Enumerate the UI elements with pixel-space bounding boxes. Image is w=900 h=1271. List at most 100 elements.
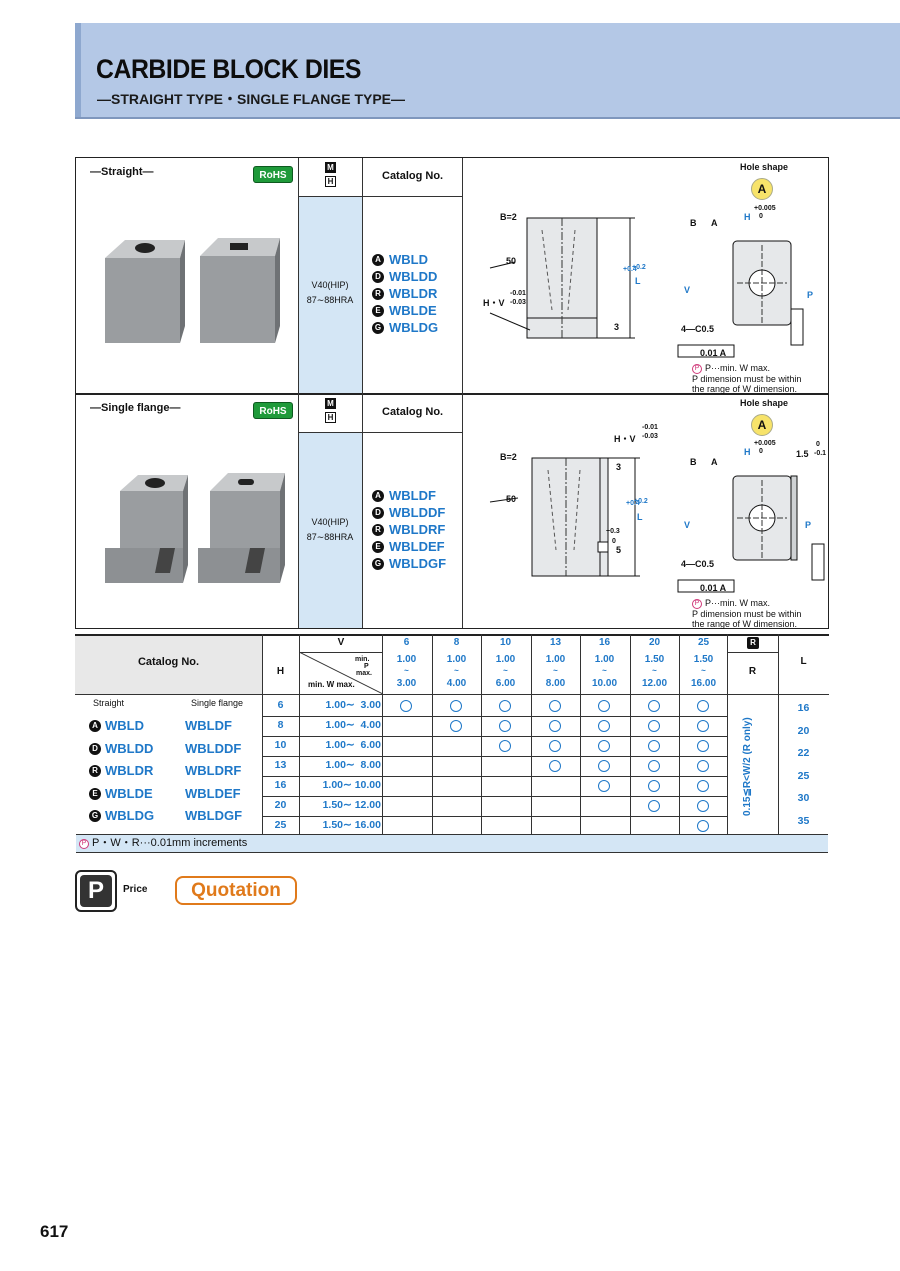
panel-hline-1 xyxy=(298,196,462,197)
dim-five-tol-upper: +0.3 xyxy=(606,528,620,535)
straight-code[interactable]: WBLDR xyxy=(105,763,154,778)
h-value: 13 xyxy=(274,759,287,771)
hole-shape-label: Hole shape xyxy=(740,398,789,408)
material-hardness: 87∼88HRA xyxy=(306,532,354,542)
w-range: 1.50∼ 16.00 xyxy=(322,819,381,831)
chamfer: 4—C0.5 xyxy=(681,559,715,569)
quotation-button[interactable]: Quotation xyxy=(175,876,297,905)
catalog-code[interactable]: WBLDG xyxy=(389,320,439,335)
flange-code[interactable]: WBLDDF xyxy=(185,740,242,756)
v-range: 8.00 xyxy=(545,678,566,689)
type-badge: A xyxy=(372,253,384,266)
dim-b: B=2 xyxy=(500,452,517,462)
available-mark xyxy=(648,800,660,812)
dim-p: P xyxy=(807,290,814,300)
type-badge: E xyxy=(372,304,384,317)
h-value: 16 xyxy=(274,779,287,791)
flange-code[interactable]: WBLDEF xyxy=(185,785,241,801)
catalog-code[interactable]: WBLD xyxy=(389,252,428,267)
v-value: 13 xyxy=(549,637,562,648)
flatness-a: 0.01 A xyxy=(700,583,727,593)
catalog-code-row: R WBLDR xyxy=(372,286,437,301)
straight-code[interactable]: WBLDE xyxy=(105,785,153,801)
l-value: 35 xyxy=(797,814,810,827)
catalog-code[interactable]: WBLDGF xyxy=(389,556,447,571)
flange-code[interactable]: WBLDRF xyxy=(185,763,242,778)
available-mark xyxy=(697,780,709,792)
dim-angle: 50 xyxy=(506,256,517,266)
material-hardness: 87∼88HRA xyxy=(306,295,354,305)
type-badge: G xyxy=(89,810,101,822)
catalog-code[interactable]: WBLDEF xyxy=(389,539,445,554)
dim-hv-tol-lower: -0.03 xyxy=(510,299,526,306)
type-badge: R xyxy=(372,287,384,300)
dim-flange: 1.5 xyxy=(796,449,809,459)
dim-hv-tol-lower: -0.03 xyxy=(642,433,658,440)
hole-shape-badge: A xyxy=(751,414,773,436)
material-grade: V40(HIP) xyxy=(311,517,349,527)
catalog-code[interactable]: WBLDDF xyxy=(389,505,446,520)
dim-hv-tol-upper: -0.01 xyxy=(510,290,526,297)
rohs-badge: RoHS xyxy=(253,166,293,183)
available-mark xyxy=(648,700,660,712)
catalog-code[interactable]: WBLDR xyxy=(389,286,438,301)
v-range: 3.00 xyxy=(396,678,417,689)
v-range: 10.00 xyxy=(591,678,618,689)
catalog-code[interactable]: WBLDF xyxy=(389,488,436,503)
material-spec: V40(HIP)87∼88HRA xyxy=(298,278,362,308)
m-badge: M xyxy=(325,162,336,173)
v-range: ~ xyxy=(553,666,558,675)
w-range: 1.00∼ 10.00 xyxy=(322,779,381,791)
available-mark xyxy=(697,700,709,712)
v-range: ~ xyxy=(454,666,459,675)
dim-h-tol-upper: +0.005 xyxy=(754,440,776,447)
spec-table: Catalog No. H V min. P max. min. W max. … xyxy=(75,634,829,854)
available-mark xyxy=(549,720,561,732)
straight-code[interactable]: WBLDD xyxy=(105,740,154,756)
h-badge: H xyxy=(325,412,336,423)
straight-code[interactable]: WBLD xyxy=(105,718,144,733)
datum-a: A xyxy=(711,218,718,228)
available-mark xyxy=(648,720,660,732)
type-badge: A xyxy=(89,720,101,732)
available-mark xyxy=(697,760,709,772)
v-value: 16 xyxy=(598,637,611,648)
min-label: min. xyxy=(355,656,370,663)
dim-hv-tol-upper: -0.01 xyxy=(642,424,658,431)
h-value: 6 xyxy=(277,699,284,711)
v-range: ~ xyxy=(503,666,508,675)
catalog-code[interactable]: WBLDD xyxy=(389,269,438,284)
catalog-code-row: E WBLDE xyxy=(372,303,437,318)
p-note-icon: P xyxy=(692,598,702,609)
dim-l-tol-lower: +0.2 xyxy=(632,264,646,271)
available-mark xyxy=(450,700,462,712)
l-value: 16 xyxy=(797,702,810,714)
catalog-code[interactable]: WBLDE xyxy=(389,303,437,318)
available-mark xyxy=(648,760,660,772)
r-formula: 0.15≦R<W/2 (R only) xyxy=(742,717,753,817)
catalog-header: Catalog No. xyxy=(137,656,200,668)
catalog-code-row: A WBLD xyxy=(372,252,428,267)
v-range: 16.00 xyxy=(690,678,717,689)
rohs-badge: RoHS xyxy=(253,402,293,419)
catalog-header: Catalog No. xyxy=(382,170,444,182)
available-mark xyxy=(549,740,561,752)
flange-side-drawing xyxy=(489,457,640,577)
dim-h-tol-upper: +0.005 xyxy=(754,205,776,212)
catalog-code[interactable]: WBLDRF xyxy=(389,522,446,537)
flange-code[interactable]: WBLDGF xyxy=(185,808,243,823)
datum-a: A xyxy=(711,457,718,467)
straight-code[interactable]: WBLDG xyxy=(105,808,155,823)
l-value: 25 xyxy=(797,769,810,782)
flange-code[interactable]: WBLDF xyxy=(185,718,232,733)
available-mark xyxy=(598,740,610,752)
dim-flange-tol-upper: 0 xyxy=(816,441,820,448)
max-label: max. xyxy=(356,670,372,677)
v-value: 25 xyxy=(697,637,710,648)
straight-product-image xyxy=(105,238,280,343)
